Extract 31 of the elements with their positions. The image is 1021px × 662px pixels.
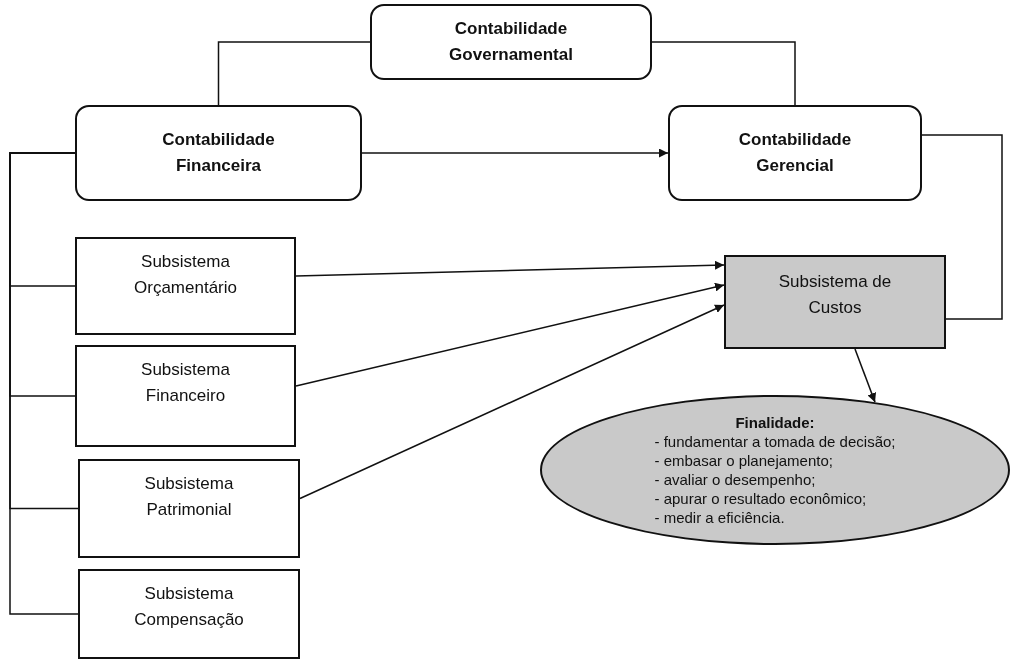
list-item: - avaliar o desempenho;	[654, 470, 816, 489]
arrow	[295, 282, 725, 387]
connector-line	[651, 41, 796, 106]
box-label: Contabilidade Governamental	[448, 18, 574, 66]
box-label: Subsistema Patrimonial	[143, 473, 235, 521]
arrow	[299, 304, 725, 500]
process-box	[75, 237, 296, 335]
rounded-box	[370, 4, 652, 80]
box-label: Subsistema de Custos	[777, 271, 893, 319]
arrow	[295, 260, 725, 277]
connector-line	[9, 152, 79, 615]
connector-line	[217, 41, 371, 106]
process-box	[78, 459, 300, 558]
rounded-box	[668, 105, 922, 201]
list-item: - apurar o resultado econômico;	[654, 489, 867, 508]
rounded-box	[75, 105, 362, 201]
process-box	[75, 345, 296, 447]
box-label: Contabilidade Financeira	[161, 129, 276, 177]
box-label: Contabilidade Gerencial	[737, 129, 853, 177]
list-item: - medir a eficiência.	[654, 508, 785, 527]
list-item: - fundamentar a tomada de decisão;	[654, 432, 896, 451]
arrow	[854, 348, 877, 403]
list-heading: Finalidade:	[735, 413, 815, 432]
connector-line	[921, 134, 1003, 320]
process-box	[78, 569, 300, 659]
box-label: Subsistema Compensação	[133, 583, 245, 631]
list-item: - embasar o planejamento;	[654, 451, 833, 470]
arrow	[361, 148, 669, 158]
shaded-box	[724, 255, 946, 349]
box-label: Subsistema Financeiro	[140, 359, 231, 407]
box-label: Subsistema Orçamentário	[133, 251, 238, 299]
